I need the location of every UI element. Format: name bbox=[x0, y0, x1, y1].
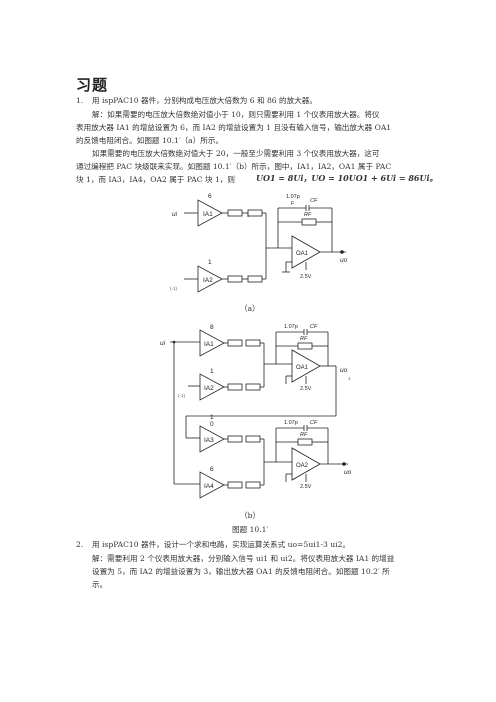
output-label: uo bbox=[344, 469, 352, 476]
input-label: ui bbox=[172, 211, 178, 218]
neg-label: (-1) bbox=[178, 393, 185, 398]
vref-label: 2.5V bbox=[300, 386, 312, 392]
figure-a-label: （a） bbox=[240, 304, 260, 313]
output-1-label: uo bbox=[340, 367, 348, 374]
problem-2-question: 用 ispPAC10 器件，设计一个求和电路，实现运算关系式 uo=5ui1-3… bbox=[92, 540, 351, 549]
problem-1-solution-line: 解：如果需要的电压放大倍数绝对值小于 10，则只需要利用 1 个仪表用放大器。将… bbox=[92, 110, 380, 119]
problem-2-solution-line: 设置为 5，而 IA2 的增益设置为 3，输出放大器 OA1 的反馈电阻闭合。如… bbox=[92, 567, 390, 576]
output-1-subscript: 1 bbox=[348, 376, 351, 381]
cf-label: CF bbox=[310, 324, 318, 330]
oa1-label: OA1 bbox=[296, 251, 309, 257]
neg-label: (-1) bbox=[170, 286, 177, 291]
rf-label: RF bbox=[300, 336, 308, 342]
rf-label: RF bbox=[300, 432, 308, 438]
page-title: 习题 bbox=[76, 76, 109, 94]
problem-1-solution-line: 通过编程把 PAC 块级联来实现。如图题 10.1′（b）所示，图中，IA1，I… bbox=[76, 162, 392, 171]
problem-1-solution-line: 表用放大器 IA1 的增益设置为 6，而 IA2 的增益设置为 1 且没有输入信… bbox=[76, 123, 392, 132]
figure-b-label: （b） bbox=[240, 511, 261, 520]
ia2-gain: 1 bbox=[210, 368, 214, 375]
problem-1-solution-line: 的反馈电阻闭合。如图题 10.1′（a）所示。 bbox=[76, 136, 224, 145]
cap-value: 1.07p bbox=[286, 194, 300, 200]
ia2-gain: 1 bbox=[208, 259, 212, 266]
problem-1-solution-line: 块 1，而 IA3，IA4，OA2 属于 PAC 块 1，则 bbox=[76, 175, 235, 184]
problem-1-number: 1. bbox=[76, 96, 84, 105]
circuit-figure-a: 6 IA1 1 IA2 ui (-1) 1.07p F CF RF OA1 2.… bbox=[170, 193, 348, 293]
problem-1-solution-line: 如果需要的电压放大倍数绝对值大于 20，一般至少需要利用 3 个仪表用放大器，这… bbox=[92, 149, 380, 158]
output-label: uo bbox=[340, 257, 348, 264]
ia4-gain: 6 bbox=[210, 466, 214, 473]
ia2-label: IA2 bbox=[203, 277, 213, 284]
cap-value: 1.07p bbox=[284, 420, 298, 426]
ia2-label: IA2 bbox=[204, 385, 214, 392]
rf-label: RF bbox=[304, 212, 312, 218]
cf-label: CF bbox=[310, 198, 318, 204]
ia1-label: IA1 bbox=[204, 341, 214, 348]
ia1-label: IA1 bbox=[203, 211, 213, 218]
oa1-amplifier bbox=[291, 235, 321, 269]
oa1-label: OA1 bbox=[296, 365, 309, 371]
ia1-gain: 6 bbox=[208, 193, 212, 200]
cap-unit: F bbox=[291, 201, 295, 207]
cf-label: CF bbox=[310, 420, 318, 426]
ia3-gain: 1 bbox=[210, 414, 214, 421]
ia4-label: IA4 bbox=[204, 483, 214, 490]
vref-label: 2.5V bbox=[300, 484, 312, 490]
ia3-gain: 0 bbox=[210, 421, 214, 428]
cap-value: 1.07p bbox=[284, 324, 298, 330]
problem-2-solution-line: 示。 bbox=[92, 580, 108, 589]
problem-1-question: 用 ispPAC10 器件，分别构成电压放大倍数为 6 和 86 的放大器。 bbox=[92, 96, 317, 105]
problem-2-solution-line: 解：需要利用 2 个仪表用放大器，分别输入信号 ui1 和 ui2。将仪表用放大… bbox=[92, 554, 395, 563]
input-label: ui bbox=[160, 340, 166, 347]
problem-2-number: 2. bbox=[76, 540, 84, 549]
ia1-gain: 8 bbox=[210, 324, 214, 331]
oa2-label: OA2 bbox=[296, 463, 309, 469]
vref-label: 2.5V bbox=[300, 274, 312, 280]
circuit-figure-b: ui 8 IA1 1 IA2 (-1) 1.07p CF RF OA1 2.5V… bbox=[160, 324, 352, 499]
figure-caption: 图题 10.1′ bbox=[232, 525, 269, 534]
ia3-label: IA3 bbox=[204, 437, 214, 444]
problem-1-equation: UO1 = 8Ui，UO = 10UO1 + 6Ui = 86Ui。 bbox=[256, 173, 438, 183]
